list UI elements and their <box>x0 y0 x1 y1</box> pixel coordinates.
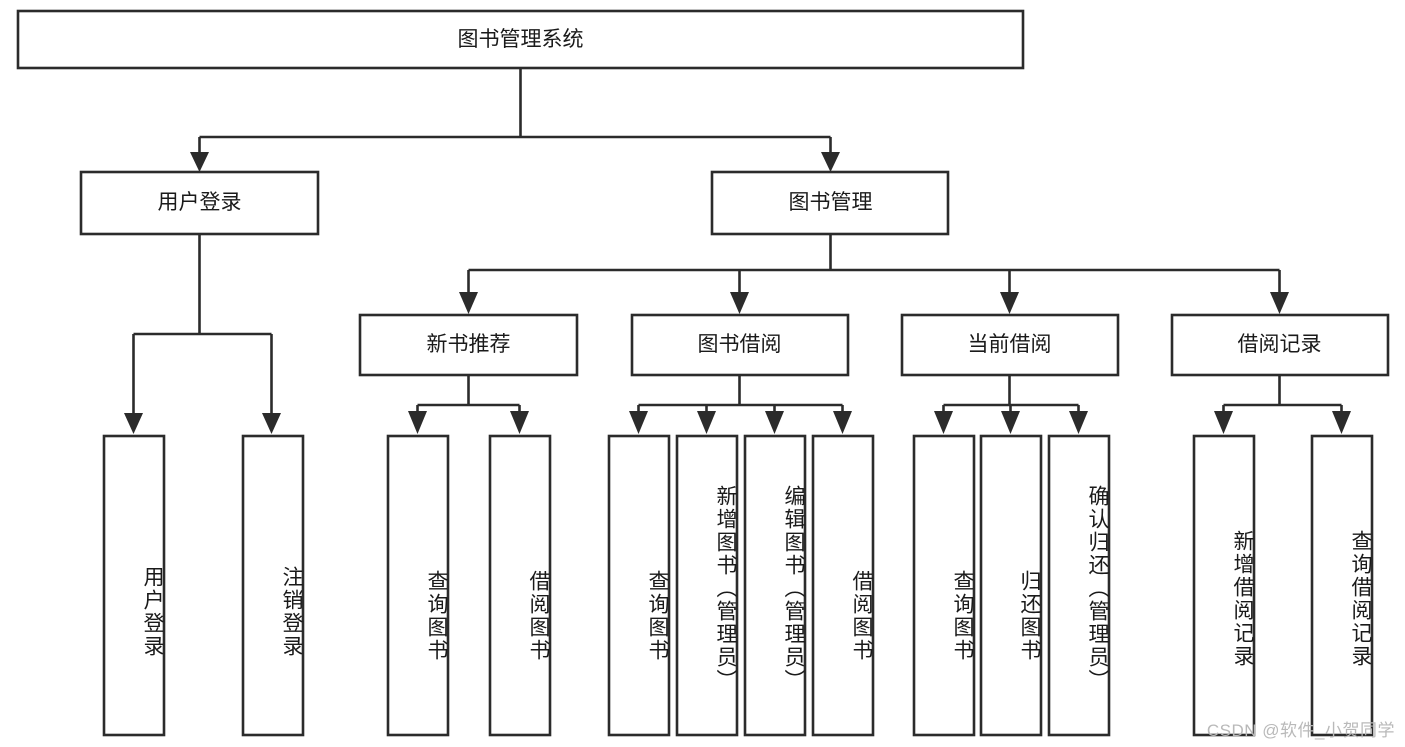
leaf-box-bb-add-book[interactable] <box>675 434 739 737</box>
leaf-box-cb-query-book[interactable] <box>912 434 976 737</box>
arrowhead-new-book <box>459 292 478 314</box>
node-user-login[interactable]: 用户登录 <box>79 170 320 236</box>
leaf-box-nb-borrow-book[interactable] <box>488 434 552 737</box>
arrowhead-borrow-record <box>1270 292 1289 314</box>
leaf-box-cb-return-book[interactable] <box>979 434 1043 737</box>
arrowhead-br-leaf-2 <box>1332 411 1351 434</box>
leaf-box-br-query-record[interactable] <box>1310 434 1374 737</box>
node-user-login-box[interactable] <box>79 170 320 236</box>
node-user-login-label: 用户登录 <box>158 191 242 214</box>
leaf-box-cb-confirm-return[interactable] <box>1047 434 1111 737</box>
node-book-borrow-box[interactable] <box>630 313 850 377</box>
arrowhead-br-leaf-1 <box>1214 411 1233 434</box>
leaf-box-group <box>102 434 1374 737</box>
node-book-management-label: 图书管理 <box>789 191 873 214</box>
arrowhead-book-mgmt <box>821 152 840 172</box>
node-borrow-record-label: 借阅记录 <box>1238 333 1322 356</box>
arrowhead-book-borrow <box>730 292 749 314</box>
node-book-management-box[interactable] <box>710 170 950 236</box>
node-new-book-recommend[interactable]: 新书推荐 <box>358 313 579 377</box>
node-current-borrow[interactable]: 当前借阅 <box>900 313 1120 377</box>
leaf-box-bb-query-book[interactable] <box>607 434 671 737</box>
arrowhead-leaf-user-login <box>124 413 143 434</box>
leaf-box-br-add-record[interactable] <box>1192 434 1256 737</box>
node-root[interactable]: 图书管理系统 <box>16 9 1025 70</box>
leaf-box-user-login[interactable] <box>102 434 166 737</box>
arrowhead-bb-leaf-4 <box>833 411 852 434</box>
arrowhead-cb-leaf-1 <box>934 411 953 434</box>
arrowhead-bb-leaf-2 <box>697 411 716 434</box>
node-root-box[interactable] <box>16 9 1025 70</box>
arrowhead-current-borrow <box>1000 292 1019 314</box>
watermark-text: CSDN @软件_小贺同学 <box>1206 721 1395 740</box>
node-borrow-record-box[interactable] <box>1170 313 1390 377</box>
leaf-box-logout[interactable] <box>241 434 305 737</box>
arrowhead-cb-leaf-3 <box>1069 411 1088 434</box>
leaf-box-nb-query-book[interactable] <box>386 434 450 737</box>
arrowhead-leaf-logout <box>262 413 281 434</box>
arrowhead-nb-leaf-1 <box>408 411 427 434</box>
arrowhead-bb-leaf-3 <box>765 411 784 434</box>
arrowhead-user-login <box>190 152 209 172</box>
node-book-borrow[interactable]: 图书借阅 <box>630 313 850 377</box>
leaf-box-bb-borrow-book[interactable] <box>811 434 875 737</box>
node-new-book-recommend-box[interactable] <box>358 313 579 377</box>
arrowhead-bb-leaf-1 <box>629 411 648 434</box>
node-current-borrow-box[interactable] <box>900 313 1120 377</box>
node-book-management[interactable]: 图书管理 <box>710 170 950 236</box>
connector-group <box>124 68 1351 434</box>
arrowhead-cb-leaf-2 <box>1001 411 1020 434</box>
arrowhead-nb-leaf-2 <box>510 411 529 434</box>
node-book-borrow-label: 图书借阅 <box>698 333 782 356</box>
node-current-borrow-label: 当前借阅 <box>968 333 1052 356</box>
node-borrow-record[interactable]: 借阅记录 <box>1170 313 1390 377</box>
leaf-box-bb-edit-book[interactable] <box>743 434 807 737</box>
node-new-book-recommend-label: 新书推荐 <box>427 333 511 356</box>
node-root-label: 图书管理系统 <box>458 28 584 51</box>
